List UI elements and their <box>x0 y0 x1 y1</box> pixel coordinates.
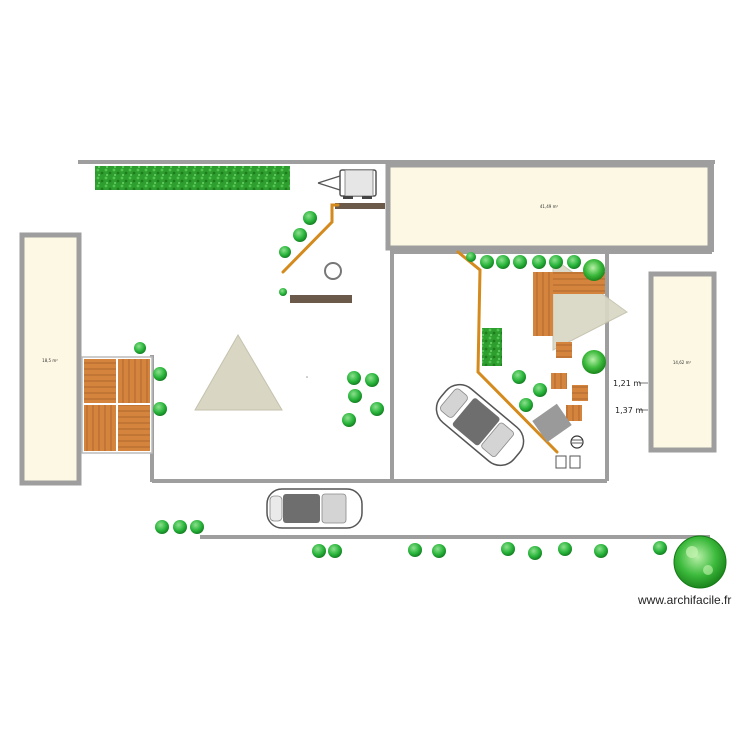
shrub-icon <box>347 371 361 385</box>
room-left[interactable]: 18,5 m² <box>19 232 82 486</box>
shrub-icon <box>582 350 606 374</box>
shade-sail-icon <box>194 334 283 411</box>
flower-bushes <box>582 259 606 374</box>
shrub-icon <box>549 255 563 269</box>
shrubs <box>134 211 667 560</box>
shrub-icon <box>312 544 326 558</box>
tree-icon <box>673 535 727 589</box>
shrub-icon <box>480 255 494 269</box>
shrub-icon <box>519 398 533 412</box>
shrub-icon <box>533 383 547 397</box>
trailer-icon[interactable] <box>317 169 377 199</box>
shrub-icon <box>653 541 667 555</box>
chair-icon <box>555 455 581 469</box>
dimension-1: 1,21 m <box>613 379 648 388</box>
shrub-icon <box>466 252 476 262</box>
dot-marker <box>306 376 308 378</box>
dimension-1-label: 1,21 m <box>613 379 641 388</box>
shrub-icon <box>348 389 362 403</box>
shrub-icon <box>293 228 307 242</box>
shrub-icon <box>496 255 510 269</box>
shrub-icon <box>155 520 169 534</box>
dimension-2: 1,37 m <box>615 406 648 415</box>
room-top[interactable]: 41,49 m² <box>385 162 713 251</box>
bbq-icon <box>570 435 584 449</box>
shrub-icon <box>513 255 527 269</box>
deck-icon <box>81 356 153 454</box>
shrub-icon <box>432 544 446 558</box>
shrub-icon <box>594 544 608 558</box>
watermark[interactable]: www.archifacile.fr <box>637 593 731 607</box>
shrub-icon <box>501 542 515 556</box>
shrub-icon <box>279 246 291 258</box>
ring-icon <box>324 262 342 280</box>
shrub-icon <box>532 255 546 269</box>
shrub-icon <box>365 373 379 387</box>
shrub-icon <box>567 255 581 269</box>
room-right-area: 14,62 m² <box>673 360 692 365</box>
hedge-garden <box>482 328 502 366</box>
room-top-area: 41,49 m² <box>540 204 559 209</box>
shrub-icon <box>153 402 167 416</box>
shrub-icon <box>512 370 526 384</box>
shrub-icon <box>370 402 384 416</box>
shrub-icon <box>190 520 204 534</box>
storage-box <box>532 403 572 443</box>
shrub-icon <box>173 520 187 534</box>
shrub-icon <box>528 546 542 560</box>
shrub-icon <box>328 544 342 558</box>
room-left-area: 18,5 m² <box>42 358 58 363</box>
hedge-top <box>95 166 290 190</box>
car-icon[interactable] <box>266 488 363 529</box>
room-right[interactable]: 14,62 m² <box>648 271 717 453</box>
bench-yard <box>290 295 352 303</box>
car-icon[interactable] <box>429 377 531 472</box>
shrub-icon <box>303 211 317 225</box>
shrub-icon <box>583 259 605 281</box>
shrub-icon <box>279 288 287 296</box>
shrub-icon <box>408 543 422 557</box>
bench-top <box>335 203 385 209</box>
shrub-icon <box>342 413 356 427</box>
dimension-2-label: 1,37 m <box>615 406 643 415</box>
shrub-icon <box>558 542 572 556</box>
shrub-icon <box>153 367 167 381</box>
shrub-icon <box>134 342 146 354</box>
